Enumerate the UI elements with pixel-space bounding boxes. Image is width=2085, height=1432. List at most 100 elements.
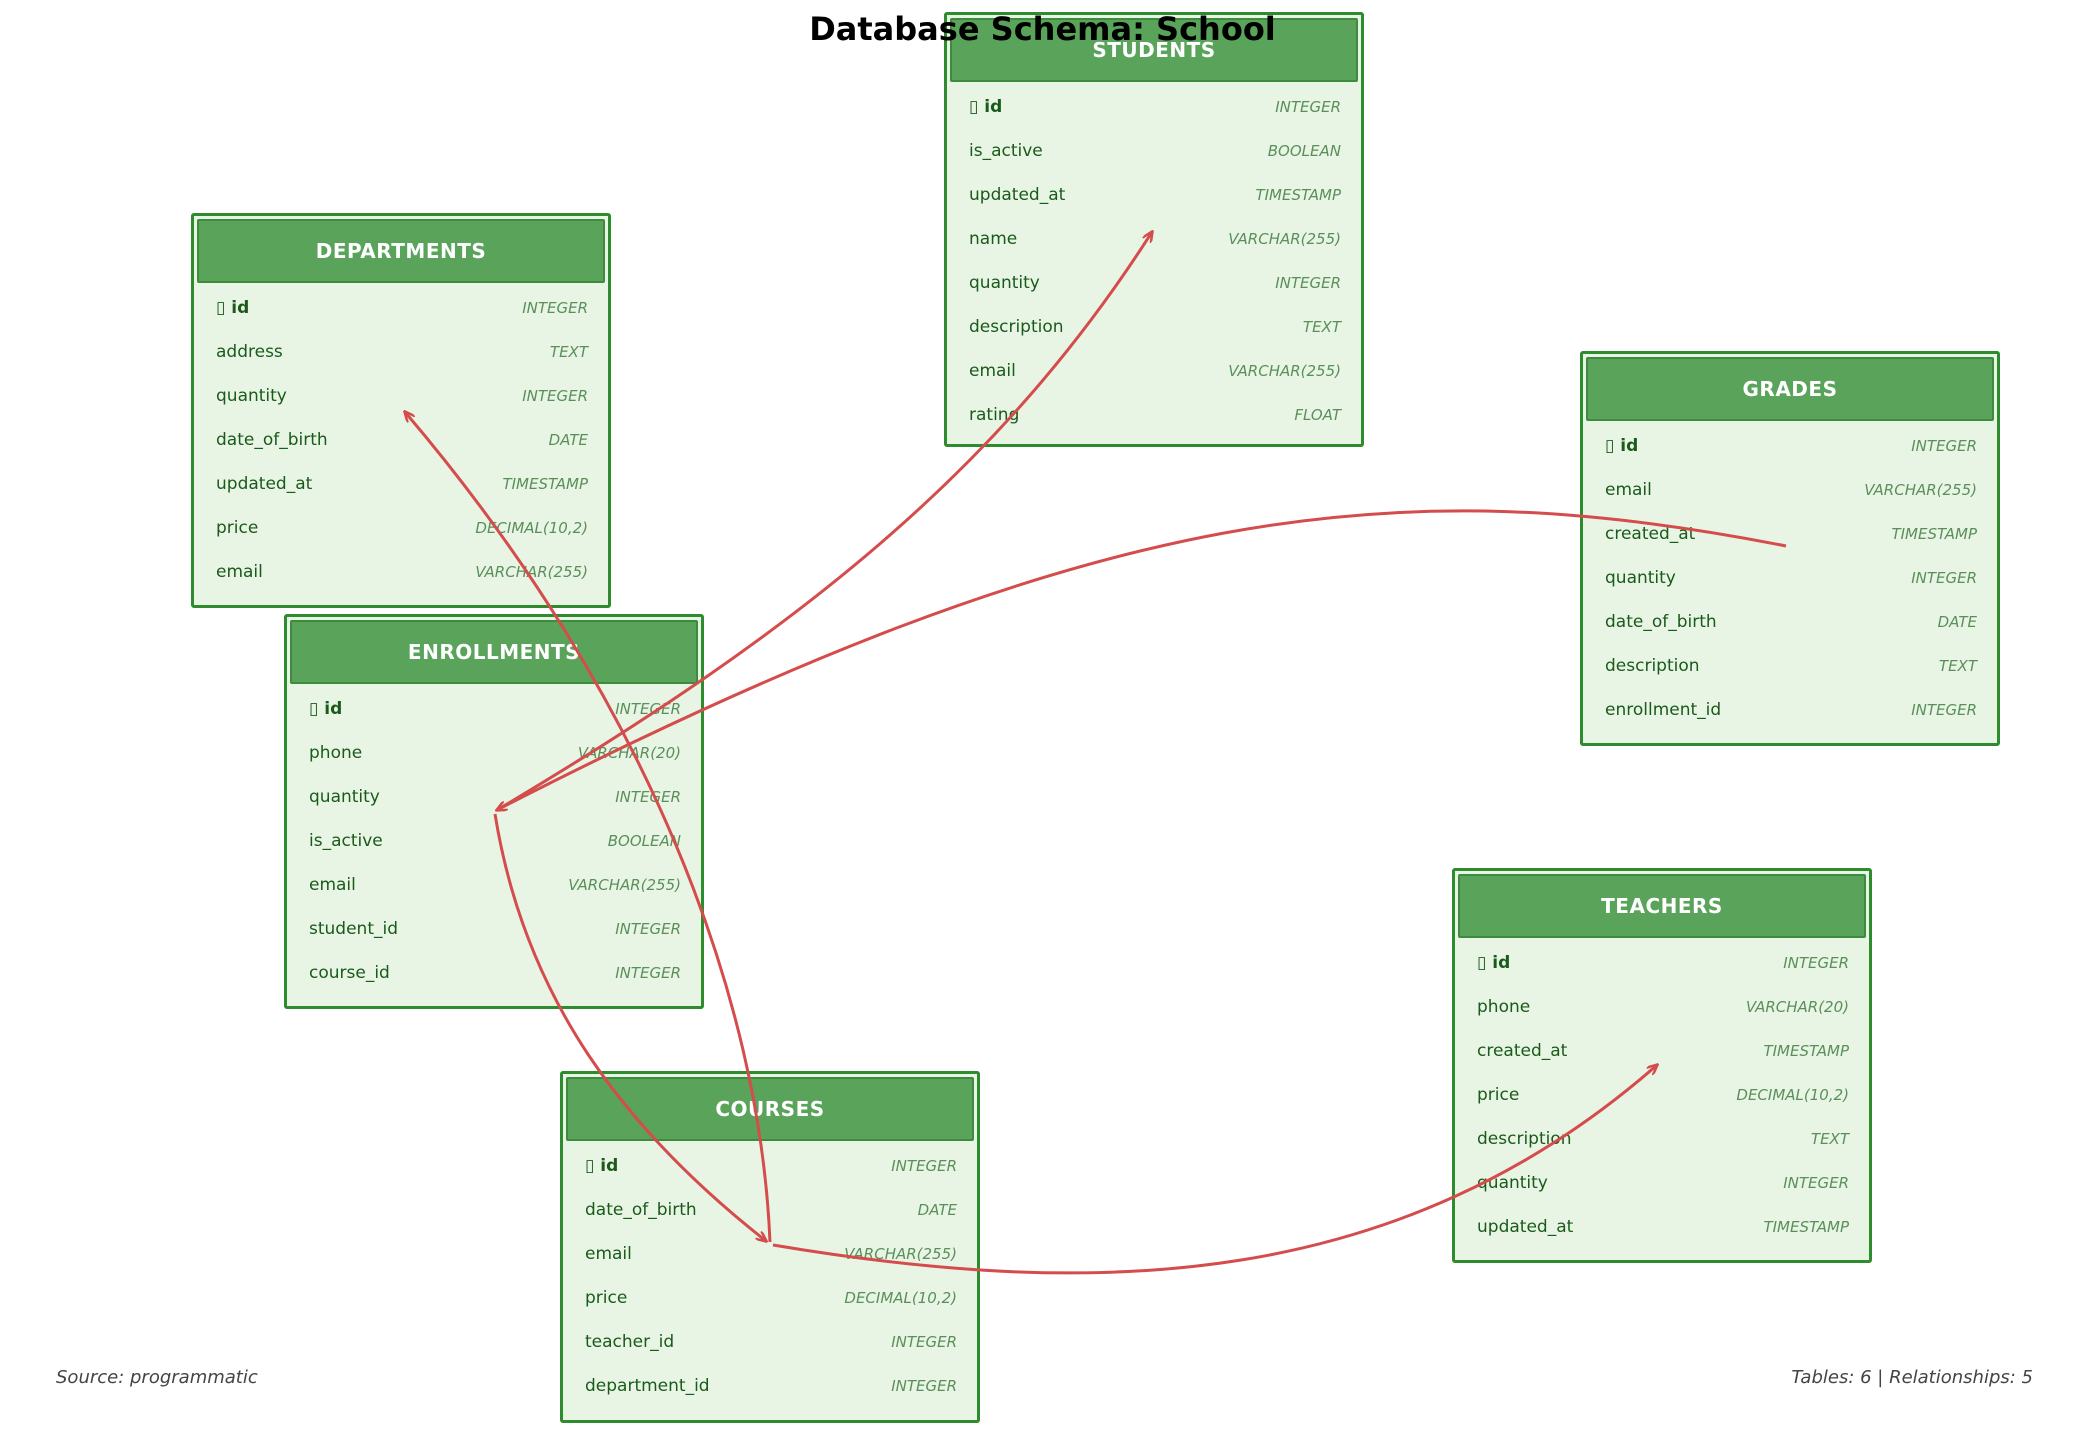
field-name: updated_at — [1477, 1217, 1574, 1237]
table-header: STUDENTS — [950, 18, 1358, 82]
field-type: DECIMAL(10,2) — [1736, 1086, 1849, 1104]
relationship-line[interactable] — [493, 813, 766, 1241]
field-row: name VARCHAR(255) — [947, 217, 1361, 261]
relationship-line[interactable] — [405, 412, 772, 1243]
field-row: quantity INTEGER — [947, 261, 1361, 305]
field-type: FLOAT — [1294, 406, 1341, 424]
field-type: VARCHAR(255) — [844, 1245, 957, 1263]
field-row: ▯ id INTEGER — [194, 286, 608, 330]
field-name: updated_at — [216, 474, 313, 494]
field-name: email — [1605, 480, 1652, 500]
field-name: email — [969, 361, 1016, 381]
field-name: date_of_birth — [585, 1200, 697, 1220]
field-name: teacher_id — [585, 1332, 675, 1352]
field-type: INTEGER — [1275, 98, 1341, 116]
field-name: updated_at — [969, 185, 1066, 205]
field-type: INTEGER — [1783, 1174, 1849, 1192]
primary-key-field-name: ▯ id — [1605, 436, 1639, 456]
field-name: description — [1605, 656, 1700, 676]
field-type: INTEGER — [1911, 701, 1977, 719]
field-type: TEXT — [1302, 318, 1341, 336]
field-name: price — [216, 518, 259, 538]
table-header: COURSES — [566, 1077, 974, 1141]
field-name: is_active — [969, 141, 1043, 161]
field-name: date_of_birth — [216, 430, 328, 450]
field-name: department_id — [585, 1376, 710, 1396]
field-type: INTEGER — [522, 299, 588, 317]
field-type: INTEGER — [1783, 954, 1849, 972]
relationship-line[interactable] — [497, 509, 1787, 810]
field-row: created_at TIMESTAMP — [1583, 512, 1997, 556]
field-type: DATE — [548, 431, 588, 449]
field-name: created_at — [1605, 524, 1696, 544]
field-type: TIMESTAMP — [1891, 525, 1977, 543]
field-name: course_id — [309, 963, 390, 983]
field-name: price — [585, 1288, 628, 1308]
field-type: TEXT — [549, 343, 588, 361]
field-name: is_active — [309, 831, 383, 851]
field-name: quantity — [1477, 1173, 1548, 1193]
field-type: DATE — [1937, 613, 1977, 631]
field-type: VARCHAR(255) — [1228, 362, 1341, 380]
field-row: updated_at TIMESTAMP — [194, 462, 608, 506]
footer-source: Source: programmatic — [56, 1367, 258, 1388]
field-row: date_of_birth DATE — [1583, 600, 1997, 644]
field-row: description TEXT — [1583, 644, 1997, 688]
field-type: VARCHAR(255) — [1228, 230, 1341, 248]
field-row: description TEXT — [947, 305, 1361, 349]
field-name: email — [585, 1244, 632, 1264]
field-type: INTEGER — [891, 1157, 957, 1175]
field-row: price DECIMAL(10,2) — [194, 506, 608, 550]
field-row: teacher_id INTEGER — [563, 1320, 977, 1364]
field-name: quantity — [216, 386, 287, 406]
primary-key-field-name: ▯ id — [585, 1156, 619, 1176]
field-type: DATE — [917, 1201, 957, 1219]
primary-key-field-name: ▯ id — [216, 298, 250, 318]
table-header: DEPARTMENTS — [197, 219, 605, 283]
field-type: INTEGER — [891, 1333, 957, 1351]
field-type: INTEGER — [1275, 274, 1341, 292]
field-type: DECIMAL(10,2) — [475, 519, 588, 537]
field-name: phone — [1477, 997, 1531, 1017]
relationship-line[interactable] — [772, 1065, 1657, 1275]
table-header: TEACHERS — [1458, 874, 1866, 938]
field-row: date_of_birth DATE — [563, 1188, 977, 1232]
field-name: quantity — [969, 273, 1040, 293]
field-type: DECIMAL(10,2) — [844, 1289, 957, 1307]
field-row: address TEXT — [194, 330, 608, 374]
footer-stats: Tables: 6 | Relationships: 5 — [1791, 1367, 2033, 1388]
field-row: date_of_birth DATE — [194, 418, 608, 462]
field-name: quantity — [309, 787, 380, 807]
table-courses[interactable]: COURSES ▯ id INTEGER date_of_birth DATE emai… — [560, 1071, 980, 1423]
field-name: address — [216, 342, 283, 362]
field-name: name — [969, 229, 1018, 249]
field-row: ▯ id INTEGER — [563, 1144, 977, 1188]
field-type: TEXT — [1938, 657, 1977, 675]
field-type: TIMESTAMP — [502, 475, 588, 493]
table-header: GRADES — [1586, 357, 1994, 421]
field-name: description — [969, 317, 1064, 337]
field-name: price — [1477, 1085, 1520, 1105]
field-row: price DECIMAL(10,2) — [563, 1276, 977, 1320]
field-name: date_of_birth — [1605, 612, 1717, 632]
table-departments[interactable]: DEPARTMENTS ▯ id INTEGER address TEXT quanti… — [191, 213, 611, 608]
